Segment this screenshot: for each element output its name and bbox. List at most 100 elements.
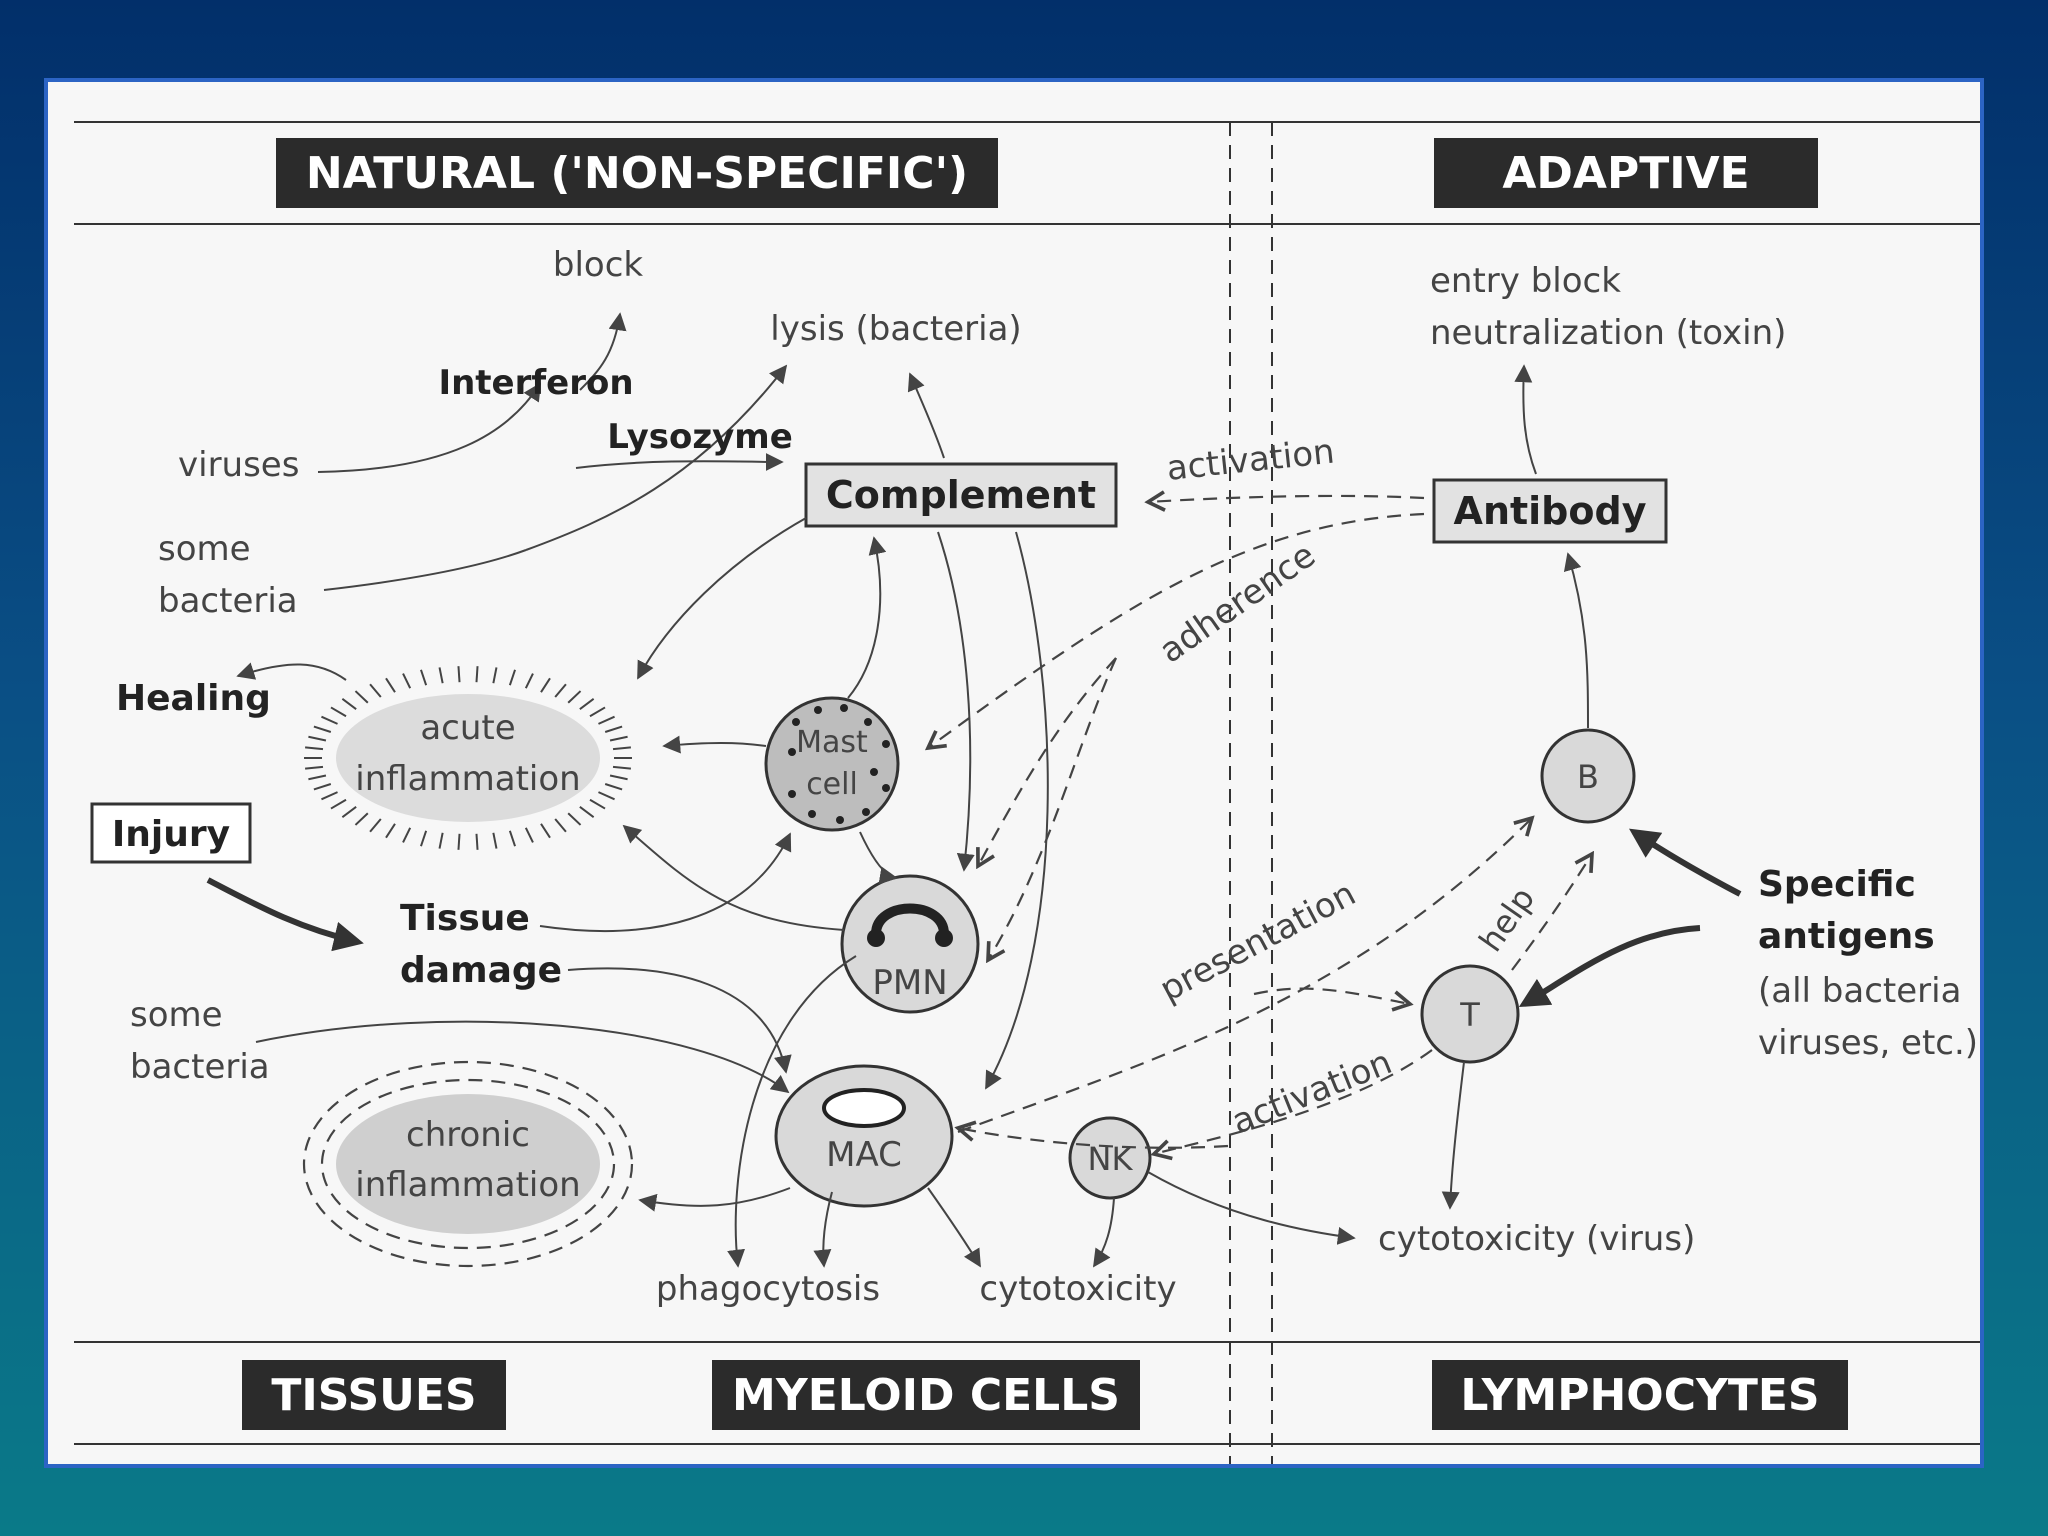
specific-label-1: Specific — [1758, 864, 1916, 905]
inflammation-ray — [567, 690, 582, 704]
dashed-arrows — [928, 496, 1592, 1154]
inflammation-ray — [579, 698, 595, 710]
inflammation-ray — [540, 677, 551, 693]
lymphocytes-header: LYMPHOCYTES — [1432, 1360, 1848, 1430]
viruses-label: viruses — [178, 445, 299, 485]
granule — [788, 748, 796, 756]
granule — [814, 706, 822, 714]
specific-label-4: viruses, etc.) — [1758, 1023, 1978, 1063]
inflammation-ray — [313, 725, 332, 733]
arrow-injury-tissue — [206, 877, 364, 952]
pmn-label: PMN — [872, 963, 947, 1003]
diagram-panel: NATURAL ('NON-SPECIFIC') ADAPTIVE TISSUE… — [44, 78, 1984, 1468]
thick-arrows — [206, 828, 1742, 1008]
inflammation-ray — [598, 791, 615, 801]
arrow-mast-acute — [662, 735, 767, 754]
lysozyme-label: Lysozyme — [607, 417, 793, 457]
arrow-somebacteria-lysozyme — [323, 549, 527, 591]
inflammation-ray — [385, 677, 396, 693]
granule — [864, 718, 872, 726]
inflammation-ray — [402, 673, 412, 689]
lymphocytes-header-text: LYMPHOCYTES — [1460, 1370, 1819, 1421]
mast-label-2: cell — [806, 767, 858, 802]
arrow-mac-chronic — [638, 1187, 791, 1212]
inflammation-ray — [305, 765, 324, 770]
inflammation-ray — [369, 818, 382, 833]
arrow-viruses-interferon — [317, 382, 541, 473]
help-label: help — [1471, 880, 1542, 958]
nk-cell: NK — [1068, 1116, 1152, 1200]
inflammation-ray — [589, 798, 606, 810]
inflammation-ray — [567, 812, 582, 826]
mast-label-1: Mast — [796, 725, 868, 760]
arrow-nk-cytotoxicity-virus — [1147, 1171, 1356, 1245]
arrow-tissue-mac — [567, 967, 792, 1074]
adaptive-header: ADAPTIVE — [1434, 138, 1818, 208]
cytotoxicity-virus-label: cytotoxicity (virus) — [1378, 1219, 1695, 1259]
inflammation-ray — [598, 715, 615, 725]
inflammation-ray — [354, 812, 369, 826]
t-cell: T — [1420, 964, 1520, 1064]
inflammation-ray — [612, 765, 631, 770]
arrow-nk-cytotoxicity — [1093, 1197, 1115, 1268]
specific-label-2: antigens — [1758, 916, 1935, 957]
inflammation-ray — [330, 706, 347, 718]
arrow-tissue-mast — [539, 832, 792, 932]
inflammation-ray — [475, 666, 479, 683]
arrow-mast-pmn — [859, 831, 898, 885]
inflammation-ray — [438, 832, 444, 849]
mast-cell: Mast cell — [764, 696, 900, 832]
arrow-adherence-mac — [988, 657, 1118, 960]
pmn-cell: PMN — [840, 874, 980, 1014]
granule — [788, 790, 796, 798]
inflammation-ray — [612, 746, 631, 751]
inflammation-ray — [341, 806, 357, 818]
inflammation-ray — [369, 683, 382, 698]
acute-inflammation-rays — [304, 666, 632, 850]
activation-bottom-label: activation — [1226, 1042, 1397, 1142]
granule — [862, 808, 870, 816]
pmn-nucleus — [871, 903, 949, 935]
inflammation-ray — [330, 798, 347, 810]
granule — [836, 816, 844, 824]
inflammation-ray — [589, 706, 606, 718]
arrow-pmn-phagocytosis — [727, 955, 857, 1268]
arrow-complement-pmn — [937, 531, 975, 872]
injury-label: Injury — [112, 814, 230, 855]
inflammation-ray — [420, 830, 428, 847]
inflammation-ray — [492, 667, 498, 684]
mac-vacuole — [822, 1088, 906, 1128]
inflammation-ray — [609, 774, 628, 781]
arrow-interferon-block — [579, 312, 627, 391]
arrow-complement-lysis — [907, 372, 945, 459]
inflammation-ray — [604, 783, 623, 791]
mac-cell: MAC — [774, 1064, 954, 1208]
specific-label-3: (all bacteria — [1758, 971, 1961, 1011]
inflammation-ray — [524, 827, 534, 843]
granule — [870, 768, 878, 776]
inflammation-ray — [321, 791, 338, 801]
arrow-antibody-entryblock — [1514, 364, 1537, 475]
inflammation-ray — [475, 833, 479, 850]
inflammation-ray — [609, 735, 628, 742]
tissues-header-text: TISSUES — [271, 1370, 476, 1421]
inflammation-ray — [579, 806, 595, 818]
inflammation-ray — [457, 666, 461, 683]
entry-block-label: entry block — [1430, 261, 1621, 301]
interferon-label: Interferon — [438, 363, 633, 403]
inflammation-ray — [308, 735, 327, 742]
chronic-label-2: inflammation — [355, 1165, 580, 1205]
tissue-label-1: Tissue — [400, 898, 530, 939]
arrow-t-nk-activation — [1154, 1049, 1433, 1154]
bacteria-label-2: bacteria — [130, 1047, 270, 1087]
inflammation-ray — [604, 725, 623, 733]
inflammation-ray — [492, 832, 498, 849]
arrow-pmn-acute — [622, 824, 845, 931]
chronic-label-1: chronic — [406, 1115, 530, 1155]
arrow-somebacteria-mac — [255, 1020, 790, 1094]
inflammation-ray — [308, 774, 327, 781]
b-cell: B — [1540, 728, 1636, 824]
chronic-inflammation: chronic inflammation — [302, 1060, 634, 1268]
granule — [808, 810, 816, 818]
tissues-header: TISSUES — [242, 1360, 506, 1430]
